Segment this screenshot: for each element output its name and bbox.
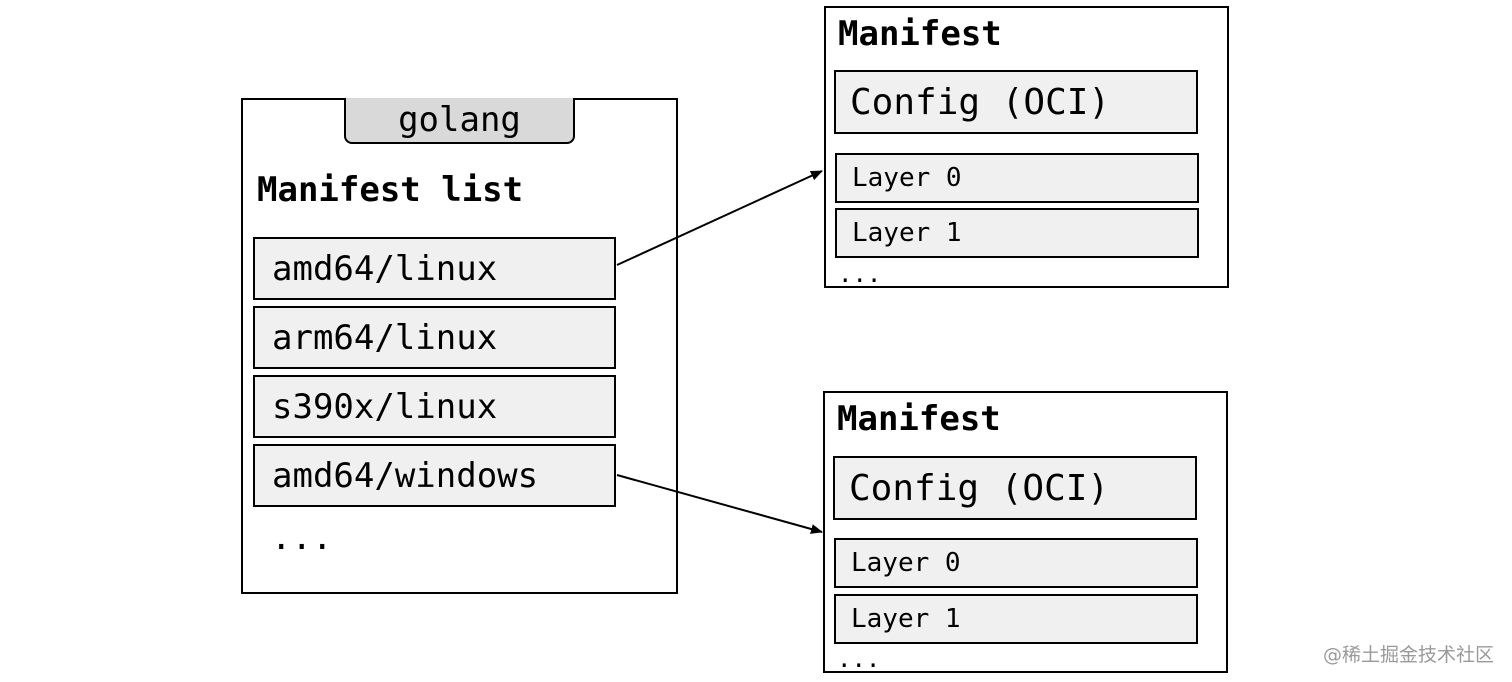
- manifest-title-2: Manifest: [837, 399, 1001, 439]
- config-label: Config (OCI): [849, 467, 1110, 509]
- manifest-more-2: ...: [837, 645, 881, 673]
- platform-entry-arm64-linux[interactable]: arm64/linux: [253, 306, 616, 369]
- image-tag-golang: golang: [344, 98, 575, 144]
- arrow-amd64-windows-to-manifest-2: [616, 474, 823, 534]
- layer-label: Layer 1: [852, 218, 962, 248]
- platform-entry-s390x-linux[interactable]: s390x/linux: [253, 375, 616, 438]
- arrow-amd64-linux-to-manifest-1: [616, 170, 823, 266]
- layer-label: Layer 1: [851, 604, 961, 634]
- manifest-list-title: Manifest list: [257, 170, 524, 210]
- manifest-more-1: ...: [838, 260, 882, 288]
- platform-label: arm64/linux: [272, 317, 498, 358]
- layer-1-2[interactable]: Layer 1: [834, 594, 1198, 644]
- layer-1-1[interactable]: Layer 1: [835, 208, 1199, 258]
- platform-entry-amd64-linux[interactable]: amd64/linux: [253, 237, 616, 300]
- platform-entry-amd64-windows[interactable]: amd64/windows: [253, 444, 616, 507]
- layer-label: Layer 0: [851, 548, 961, 578]
- layer-label: Layer 0: [852, 163, 962, 193]
- manifest-list-more: ...: [271, 518, 333, 558]
- config-label: Config (OCI): [850, 81, 1111, 123]
- platform-label: amd64/linux: [272, 248, 498, 289]
- manifest-title-1: Manifest: [838, 14, 1002, 54]
- config-oci-2[interactable]: Config (OCI): [833, 456, 1197, 520]
- platform-label: amd64/windows: [272, 455, 539, 496]
- platform-label: s390x/linux: [272, 386, 498, 427]
- config-oci-1[interactable]: Config (OCI): [834, 70, 1198, 134]
- watermark: @稀土掘金技术社区: [1322, 644, 1494, 666]
- image-tag-label: golang: [398, 100, 521, 140]
- layer-0-1[interactable]: Layer 0: [835, 153, 1199, 203]
- layer-0-2[interactable]: Layer 0: [834, 538, 1198, 588]
